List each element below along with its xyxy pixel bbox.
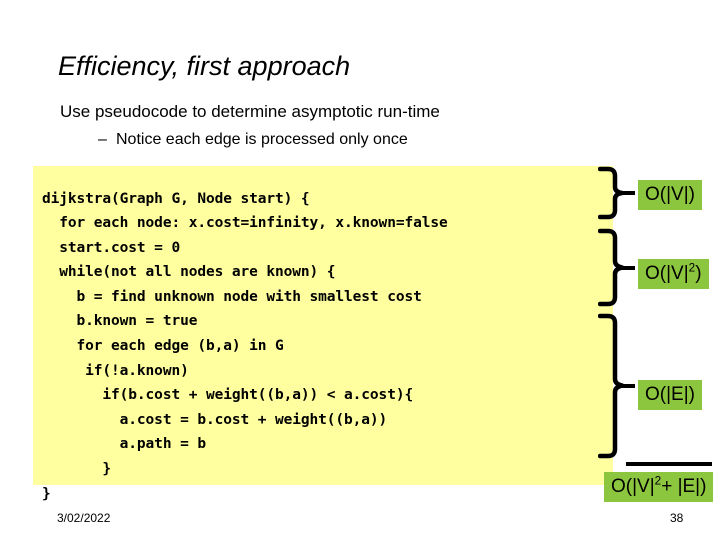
list-item: –Notice each edge is processed only once	[98, 128, 580, 152]
complexity-badge-v-squared: O(|V|2)	[638, 259, 709, 289]
complexity-text: O(|V|	[645, 263, 689, 284]
bullet-text: Use pseudocode to determine asymptotic r…	[60, 102, 440, 121]
brace-connector-3	[621, 384, 635, 388]
complexity-exponent: 2	[688, 261, 696, 275]
list-item: Use pseudocode to determine asymptotic r…	[60, 100, 580, 124]
complexity-badge-v: O(|V|)	[638, 180, 702, 210]
brace-connector-2	[621, 266, 635, 270]
bullet-list: Use pseudocode to determine asymptotic r…	[60, 100, 580, 152]
bullet-text: Notice each edge is processed only once	[116, 131, 408, 148]
code-text: dijkstra(Graph G, Node start) { for each…	[42, 190, 448, 502]
complexity-tail: )	[695, 263, 702, 284]
footer-page-number: 38	[670, 511, 684, 525]
complexity-badge-total: O(|V|2+ |E|)	[604, 472, 714, 502]
complexity-text: O(|V|)	[645, 184, 695, 205]
complexity-text: O(|E|)	[645, 384, 695, 405]
total-divider	[626, 462, 712, 466]
complexity-badge-e: O(|E|)	[638, 380, 702, 410]
brace-connector-1	[621, 191, 635, 195]
code-block: dijkstra(Graph G, Node start) { for each…	[33, 166, 613, 502]
complexity-exponent: 2	[654, 474, 662, 488]
page-title: Efficiency, first approach	[58, 51, 351, 81]
dash-marker-icon: –	[98, 131, 107, 148]
footer-date: 3/02/2022	[57, 511, 111, 525]
complexity-text: O(|V|	[611, 476, 655, 497]
complexity-tail: + |E|)	[661, 476, 707, 497]
